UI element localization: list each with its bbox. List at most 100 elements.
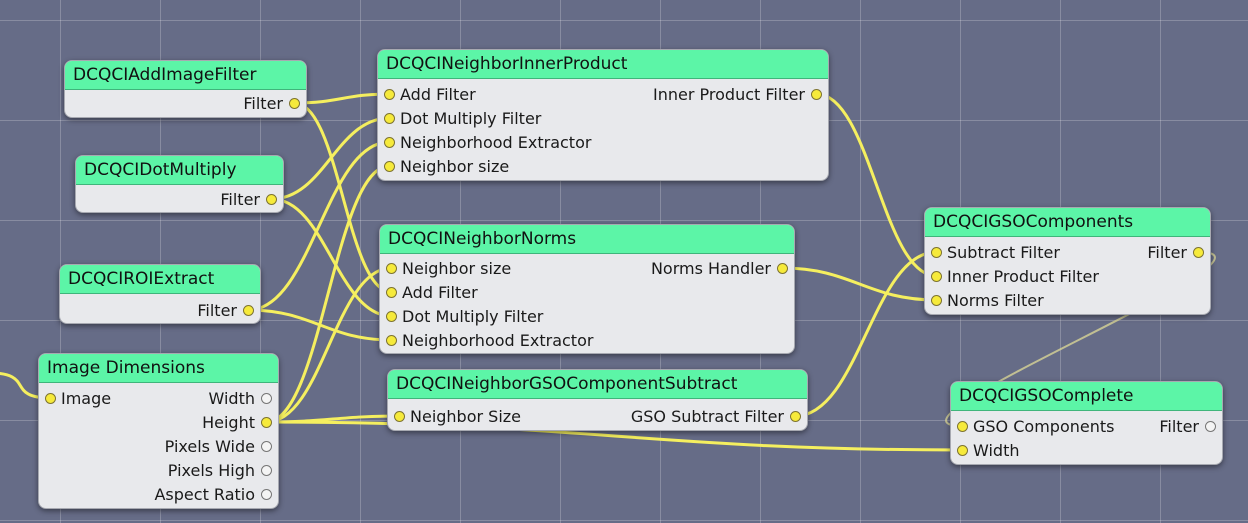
input-port-dot-multiply-filter[interactable]: Dot Multiply Filter bbox=[384, 108, 541, 130]
node-roi-extract[interactable]: DCQCIROIExtract Filter bbox=[59, 264, 261, 324]
port-dot-icon[interactable] bbox=[261, 464, 272, 476]
node-title: DCQCIAddImageFilter bbox=[65, 61, 306, 90]
port-label: Add Filter bbox=[402, 283, 478, 302]
port-label: Subtract Filter bbox=[947, 243, 1060, 262]
port-label: Neighbor Size bbox=[410, 407, 522, 426]
output-port-filter[interactable]: Filter bbox=[1159, 416, 1216, 438]
port-dot-icon[interactable] bbox=[394, 410, 405, 422]
port-dot-icon[interactable] bbox=[386, 262, 397, 274]
node-neighbor-gso-component-subtract[interactable]: DCQCINeighborGSOComponentSubtract Neighb… bbox=[387, 369, 808, 431]
input-port-neighbor-size[interactable]: Neighbor size bbox=[386, 258, 511, 280]
node-title: DCQCINeighborInnerProduct bbox=[378, 50, 828, 79]
port-dot-icon[interactable] bbox=[384, 160, 395, 172]
input-port-neighborhood-extractor[interactable]: Neighborhood Extractor bbox=[386, 330, 593, 352]
input-port-add-filter[interactable]: Add Filter bbox=[384, 84, 476, 106]
port-label: Height bbox=[202, 413, 255, 432]
port-label: Image bbox=[61, 389, 112, 408]
input-port-neighborhood-extractor[interactable]: Neighborhood Extractor bbox=[384, 132, 591, 154]
connection-wire bbox=[265, 266, 393, 424]
port-label: Aspect Ratio bbox=[154, 485, 255, 504]
node-title: DCQCIGSOComponents bbox=[925, 208, 1210, 237]
port-dot-icon[interactable] bbox=[384, 136, 395, 148]
port-label: Neighborhood Extractor bbox=[402, 331, 594, 350]
port-dot-icon[interactable] bbox=[266, 193, 277, 205]
input-port-subtract-filter[interactable]: Subtract Filter bbox=[931, 242, 1060, 264]
port-dot-icon[interactable] bbox=[261, 416, 272, 428]
port-label: Filter bbox=[1159, 417, 1199, 436]
input-port-width[interactable]: Width bbox=[957, 440, 1019, 462]
port-label: Norms Filter bbox=[947, 291, 1044, 310]
port-label: Filter bbox=[243, 94, 283, 113]
output-port-filter[interactable]: Filter bbox=[243, 93, 300, 115]
connection-wire bbox=[794, 250, 938, 418]
connection-wire bbox=[247, 308, 393, 342]
port-label: Inner Product Filter bbox=[947, 267, 1099, 286]
node-title: DCQCIDotMultiply bbox=[76, 156, 283, 185]
port-label: GSO Subtract Filter bbox=[630, 407, 784, 426]
port-dot-icon[interactable] bbox=[957, 420, 968, 432]
node-gso-components[interactable]: DCQCIGSOComponents Subtract Filter Inner… bbox=[924, 207, 1211, 315]
connection-wire bbox=[781, 266, 938, 302]
port-dot-icon[interactable] bbox=[386, 334, 397, 346]
output-port-width[interactable]: Width bbox=[209, 388, 272, 410]
port-label: Width bbox=[973, 441, 1020, 460]
output-port-gso-subtract-filter[interactable]: GSO Subtract Filter bbox=[631, 406, 801, 428]
input-port-inner-product-filter[interactable]: Inner Product Filter bbox=[931, 266, 1099, 288]
port-label: Neighborhood Extractor bbox=[400, 133, 592, 152]
port-label: Norms Handler bbox=[650, 259, 771, 278]
port-dot-icon[interactable] bbox=[386, 286, 397, 298]
port-label: Filter bbox=[1147, 243, 1187, 262]
output-port-norms-handler[interactable]: Norms Handler bbox=[651, 258, 788, 280]
input-port-norms-filter[interactable]: Norms Filter bbox=[931, 290, 1044, 312]
output-port-filter[interactable]: Filter bbox=[220, 189, 277, 211]
port-dot-icon[interactable] bbox=[289, 97, 300, 109]
output-port-pixels-wide[interactable]: Pixels Wide bbox=[165, 436, 272, 458]
connection-wire bbox=[270, 197, 393, 318]
port-dot-icon[interactable] bbox=[1193, 246, 1204, 258]
port-label: Width bbox=[208, 389, 255, 408]
input-port-dot-multiply-filter[interactable]: Dot Multiply Filter bbox=[386, 306, 543, 328]
port-dot-icon[interactable] bbox=[386, 310, 397, 322]
port-label: Add Filter bbox=[400, 85, 476, 104]
node-neighbor-inner-product[interactable]: DCQCINeighborInnerProduct Add Filter Dot… bbox=[377, 49, 829, 181]
port-dot-icon[interactable] bbox=[957, 444, 968, 456]
port-dot-icon[interactable] bbox=[261, 440, 272, 452]
port-dot-icon[interactable] bbox=[931, 294, 942, 306]
port-dot-icon[interactable] bbox=[45, 392, 56, 404]
port-dot-icon[interactable] bbox=[931, 246, 942, 258]
node-neighbor-norms[interactable]: DCQCINeighborNorms Neighbor size Add Fil… bbox=[379, 224, 795, 354]
port-dot-icon[interactable] bbox=[1205, 420, 1216, 432]
port-dot-icon[interactable] bbox=[261, 488, 272, 500]
node-add-image-filter[interactable]: DCQCIAddImageFilter Filter bbox=[64, 60, 307, 118]
port-dot-icon[interactable] bbox=[243, 304, 254, 316]
input-port-add-filter[interactable]: Add Filter bbox=[386, 282, 478, 304]
port-label: Dot Multiply Filter bbox=[400, 109, 542, 128]
connection-wire bbox=[815, 92, 938, 278]
port-label: Neighbor size bbox=[400, 157, 510, 176]
output-port-aspect-ratio[interactable]: Aspect Ratio bbox=[154, 484, 272, 506]
port-label: GSO Components bbox=[973, 417, 1115, 436]
input-port-neighbor-size[interactable]: Neighbor Size bbox=[394, 406, 521, 428]
node-dot-multiply[interactable]: DCQCIDotMultiply Filter bbox=[75, 155, 284, 213]
output-port-filter[interactable]: Filter bbox=[1147, 242, 1204, 264]
port-dot-icon[interactable] bbox=[811, 88, 822, 100]
port-dot-icon[interactable] bbox=[384, 112, 395, 124]
port-dot-icon[interactable] bbox=[384, 88, 395, 100]
port-label: Pixels Wide bbox=[164, 437, 255, 456]
node-title: DCQCINeighborNorms bbox=[380, 225, 794, 254]
output-port-inner-product-filter[interactable]: Inner Product Filter bbox=[653, 84, 822, 106]
output-port-height[interactable]: Height bbox=[202, 412, 272, 434]
input-port-image[interactable]: Image bbox=[45, 388, 111, 410]
node-image-dimensions[interactable]: Image Dimensions Image Width Height Pixe… bbox=[38, 353, 279, 509]
port-dot-icon[interactable] bbox=[931, 270, 942, 282]
port-label: Neighbor size bbox=[402, 259, 512, 278]
port-dot-icon[interactable] bbox=[261, 392, 272, 404]
port-label: Dot Multiply Filter bbox=[402, 307, 544, 326]
input-port-gso-components[interactable]: GSO Components bbox=[957, 416, 1114, 438]
output-port-pixels-high[interactable]: Pixels High bbox=[168, 460, 272, 482]
port-dot-icon[interactable] bbox=[777, 262, 788, 274]
output-port-filter[interactable]: Filter bbox=[197, 300, 254, 322]
port-dot-icon[interactable] bbox=[790, 410, 801, 422]
input-port-neighbor-size[interactable]: Neighbor size bbox=[384, 156, 509, 178]
node-gso-complete[interactable]: DCQCIGSOComplete GSO Components Width Fi… bbox=[950, 381, 1223, 465]
